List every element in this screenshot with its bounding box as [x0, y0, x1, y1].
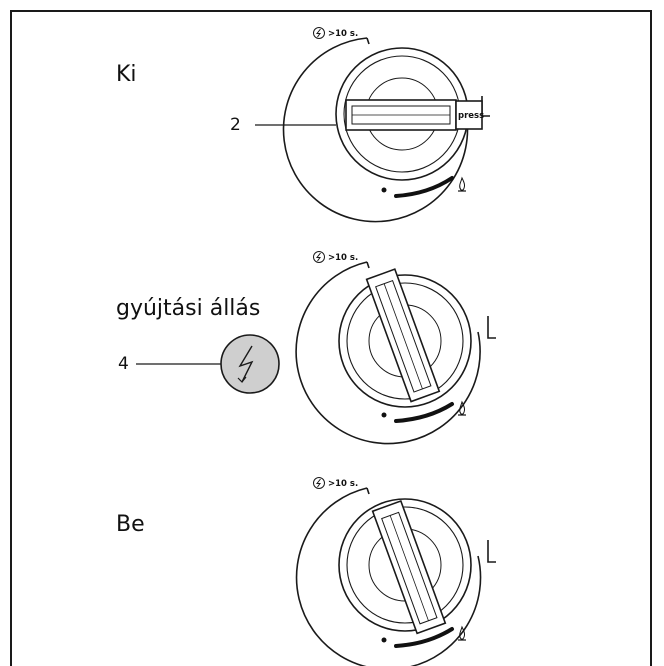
state-label-on: Be — [116, 512, 145, 537]
callout-number-2: 2 — [230, 115, 241, 135]
diagram-frame — [10, 10, 652, 666]
callout-number-4: 4 — [118, 354, 129, 374]
state-label-ignition: gyújtási állás — [116, 296, 261, 321]
state-label-off: Ki — [116, 62, 137, 87]
